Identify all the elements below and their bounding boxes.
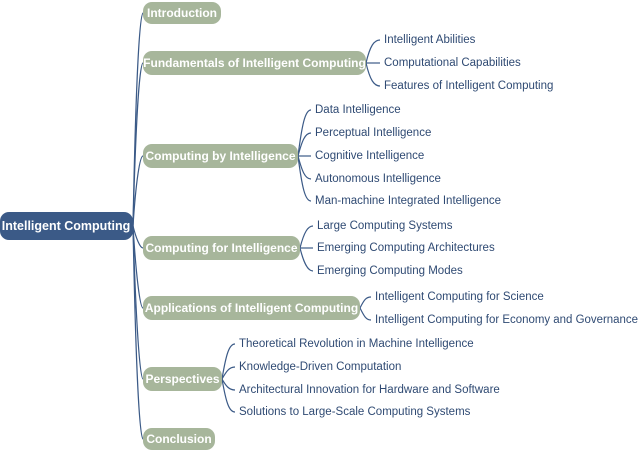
branch-introduction[interactable]: Introduction: [143, 2, 221, 24]
leaves-computing-by-intelligence: Data Intelligence Perceptual Intelligenc…: [315, 104, 501, 207]
branch-label: Fundamentals of Intelligent Computing: [143, 56, 366, 70]
leaf-item[interactable]: Cognitive Intelligence: [315, 150, 424, 162]
connector-computing-for-leaf-3: [299, 247, 314, 272]
connector-root-fundamentals: [132, 62, 144, 227]
leaf-item[interactable]: Intelligent Abilities: [384, 34, 476, 46]
leaves-applications: Intelligent Computing for Science Intell…: [375, 291, 638, 326]
root-label: Intelligent Computing: [2, 219, 130, 233]
branch-label: Conclusion: [146, 432, 211, 446]
leaves-computing-for-intelligence: Large Computing Systems Emerging Computi…: [317, 220, 495, 277]
leaf-item[interactable]: Emerging Computing Modes: [317, 265, 463, 277]
leaves-fundamentals: Intelligent Abilities Computational Capa…: [384, 34, 553, 92]
branch-computing-by-intelligence[interactable]: Computing by Intelligence: [143, 144, 298, 168]
connector-perspectives-leaf-3: [221, 378, 236, 391]
connector-computing-by-leaf-5: [297, 155, 312, 202]
connector-computing-for-leaf-1: [299, 225, 314, 249]
leaf-item[interactable]: Solutions to Large-Scale Computing Syste…: [239, 406, 471, 418]
connector-applications-leaf-2: [359, 307, 372, 321]
leaf-item[interactable]: Intelligent Computing for Economy and Go…: [375, 314, 638, 326]
leaf-item[interactable]: Theoretical Revolution in Machine Intell…: [239, 338, 474, 350]
leaf-item[interactable]: Features of Intelligent Computing: [384, 80, 553, 92]
connector-root-computing-by: [132, 155, 144, 227]
leaf-item[interactable]: Data Intelligence: [315, 104, 401, 116]
connector-computing-by-leaf-2: [297, 132, 312, 157]
leaf-item[interactable]: Perceptual Intelligence: [315, 127, 431, 139]
branch-label: Introduction: [147, 6, 217, 20]
connector-computing-by-leaf-1: [297, 109, 312, 157]
connector-perspectives-leaf-1: [221, 343, 236, 380]
leaves-perspectives: Theoretical Revolution in Machine Intell…: [239, 338, 500, 418]
branch-label: Computing by Intelligence: [145, 149, 295, 163]
leaf-item[interactable]: Large Computing Systems: [317, 220, 453, 232]
connector-root-conclusion: [132, 225, 144, 440]
connector-perspectives-leaf-2: [221, 366, 236, 380]
branch-label: Perspectives: [145, 372, 219, 386]
connector-applications-leaf-1: [359, 296, 372, 309]
branch-computing-for-intelligence[interactable]: Computing for Intelligence: [143, 236, 300, 260]
branch-applications[interactable]: Applications of Intelligent Computing: [143, 296, 360, 320]
branch-perspectives[interactable]: Perspectives: [143, 367, 222, 391]
leaf-item[interactable]: Emerging Computing Architectures: [317, 242, 495, 254]
leaf-item[interactable]: Knowledge-Driven Computation: [239, 361, 401, 373]
leaf-item[interactable]: Autonomous Intelligence: [315, 173, 441, 185]
root-node[interactable]: Intelligent Computing: [0, 212, 133, 240]
connector-fundamentals-leaf-1: [365, 39, 381, 64]
branch-fundamentals[interactable]: Fundamentals of Intelligent Computing: [143, 51, 366, 75]
branch-conclusion[interactable]: Conclusion: [143, 428, 215, 450]
leaf-item[interactable]: Architectural Innovation for Hardware an…: [239, 384, 500, 396]
leaf-item[interactable]: Man-machine Integrated Intelligence: [315, 195, 501, 207]
branch-label: Applications of Intelligent Computing: [145, 301, 358, 315]
leaf-item[interactable]: Computational Capabilities: [384, 57, 521, 69]
connector-fundamentals-leaf-3: [365, 62, 381, 87]
leaf-item[interactable]: Intelligent Computing for Science: [375, 291, 544, 303]
connector-perspectives-leaf-4: [221, 378, 236, 413]
branch-label: Computing for Intelligence: [146, 241, 298, 255]
